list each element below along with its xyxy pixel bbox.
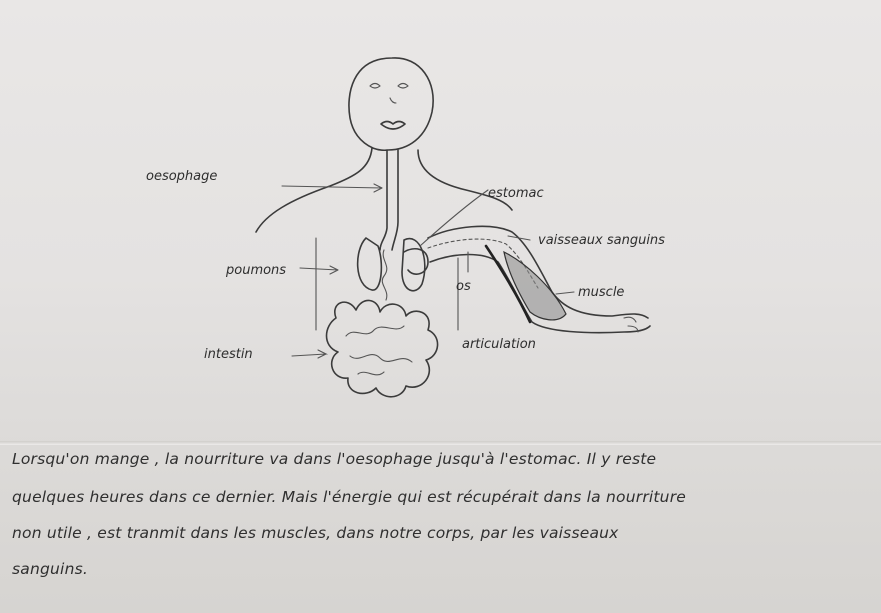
body-diagram: oesophage estomac vaisseaux sanguins pou…	[0, 0, 881, 445]
handwritten-paragraph: Lorsqu'on mange , la nourriture va dans …	[12, 450, 874, 600]
lungs-drawing	[358, 238, 425, 300]
torso-outline	[256, 148, 512, 232]
label-os: os	[456, 279, 471, 294]
paragraph-line: sanguins.	[12, 560, 88, 578]
intestine-drawing	[327, 300, 438, 396]
head-drawing	[349, 58, 433, 150]
paragraph-line: non utile , est tranmit dans les muscles…	[12, 524, 619, 542]
label-estomac: estomac	[488, 186, 544, 201]
label-muscle: muscle	[578, 285, 624, 300]
label-articulation: articulation	[462, 337, 536, 352]
paragraph-line: Lorsqu'on mange , la nourriture va dans …	[12, 450, 656, 468]
oesophagus-drawing	[380, 150, 398, 250]
label-poumons: poumons	[225, 263, 286, 278]
label-oesophage: oesophage	[146, 169, 217, 184]
paragraph-line: quelques heures dans ce dernier. Mais l'…	[12, 488, 686, 506]
label-intestin: intestin	[204, 347, 253, 362]
label-vaisseaux-sanguins: vaisseaux sanguins	[538, 233, 665, 248]
